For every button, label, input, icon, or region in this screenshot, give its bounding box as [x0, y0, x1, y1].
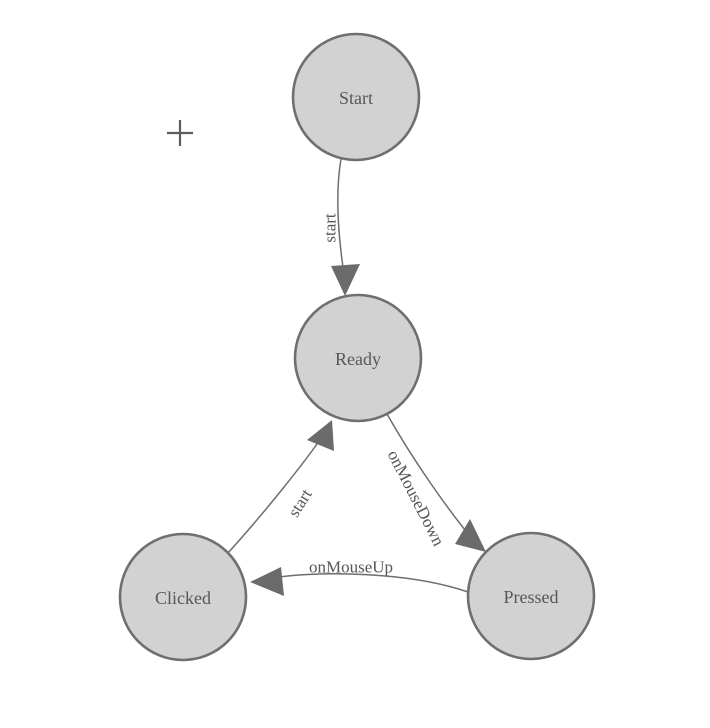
edge-clicked-to-ready[interactable]: start	[227, 420, 334, 554]
edge-path-clicked-to-ready	[227, 433, 325, 554]
state-node-clicked-circle	[118, 532, 248, 662]
state-node-pressed-label: Pressed	[504, 587, 559, 607]
arrowhead-clicked-to-ready	[307, 420, 334, 451]
arrowhead-start-to-ready	[331, 264, 360, 296]
state-node-ready-circle	[293, 293, 423, 423]
edge-start-to-ready[interactable]: start	[321, 158, 361, 296]
plus-marker	[167, 120, 193, 146]
state-node-ready[interactable]: Ready	[293, 293, 423, 423]
state-node-start[interactable]: Start	[291, 32, 421, 162]
state-node-clicked[interactable]: Clicked	[118, 532, 248, 662]
edge-path-pressed-to-clicked	[265, 573, 469, 593]
state-node-ready-label: Ready	[335, 349, 381, 369]
edge-ready-to-pressed[interactable]: onMouseDown	[384, 413, 486, 552]
state-node-pressed[interactable]: Pressed	[466, 531, 596, 661]
edge-label-pressed-to-clicked: onMouseUp	[309, 558, 393, 577]
edge-label-clicked-to-ready: start	[284, 485, 316, 520]
state-node-start-label: Start	[339, 88, 373, 108]
state-node-start-circle	[291, 32, 421, 162]
state-node-pressed-circle	[466, 531, 596, 661]
arrowhead-pressed-to-clicked	[250, 567, 284, 596]
edge-pressed-to-clicked[interactable]: onMouseUp	[250, 558, 469, 597]
state-node-clicked-label: Clicked	[155, 588, 211, 608]
edge-label-start-to-ready: start	[321, 213, 340, 243]
arrowhead-ready-to-pressed	[455, 519, 486, 552]
